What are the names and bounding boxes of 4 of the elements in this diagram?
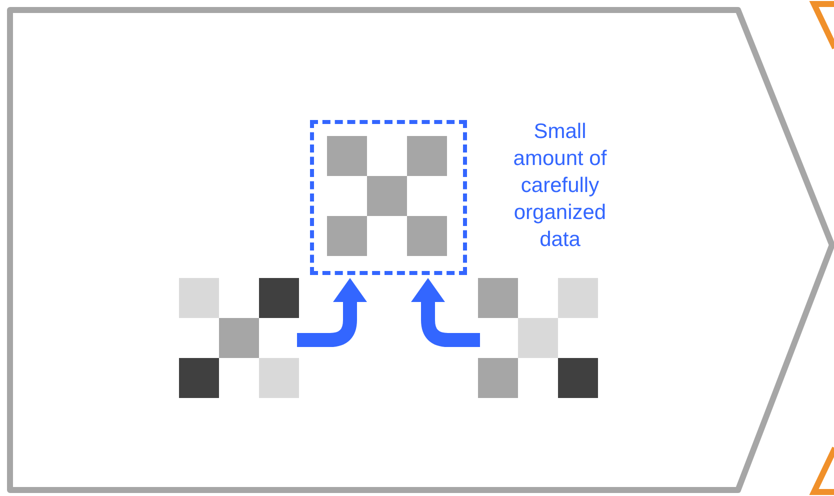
checker-pattern-drawing [478, 278, 598, 398]
checker-pattern-drawing [179, 278, 299, 398]
dashed-frame [310, 120, 467, 275]
annotation-text: Small amount of carefully organized data [512, 119, 608, 253]
